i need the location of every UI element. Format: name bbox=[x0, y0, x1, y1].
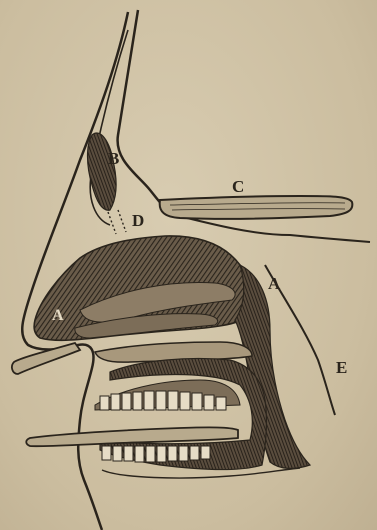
nasal-duct-dotted bbox=[108, 210, 126, 234]
label-c: C bbox=[232, 177, 244, 196]
label-d: D bbox=[132, 211, 144, 230]
catheter-c bbox=[160, 196, 353, 219]
label-a-outer: A bbox=[268, 274, 281, 293]
nasal-bone-outline bbox=[118, 10, 175, 215]
nostril-tube bbox=[12, 343, 80, 374]
label-e: E bbox=[336, 358, 347, 377]
label-a-inner: A bbox=[52, 307, 64, 324]
label-b: B bbox=[108, 149, 119, 168]
upper-teeth bbox=[95, 380, 240, 410]
